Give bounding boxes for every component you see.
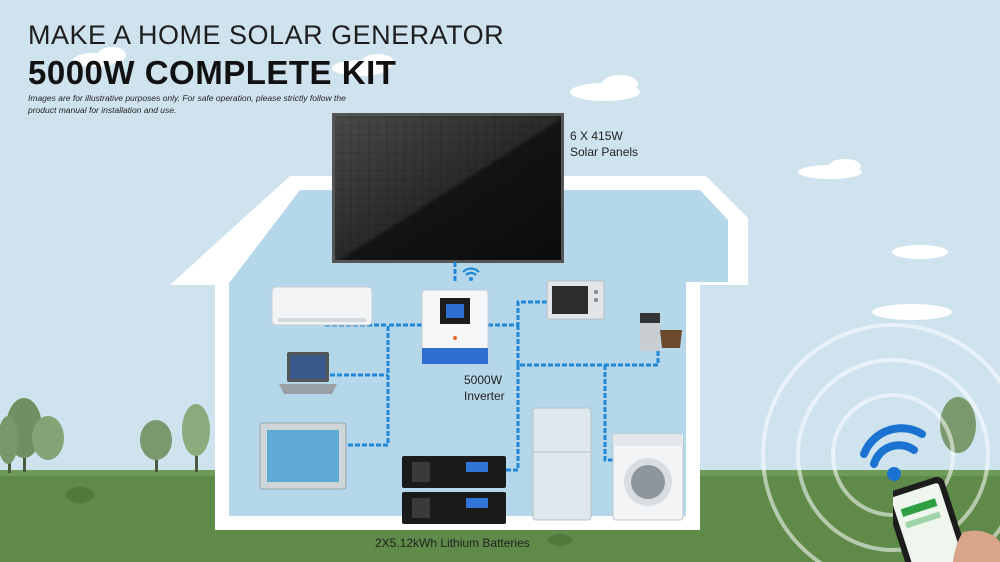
wifi-large-icon [860, 424, 926, 481]
wifi-icon [462, 267, 480, 281]
batteries-label: 2X5.12kWh Lithium Batteries [375, 536, 530, 550]
coffee-machine [640, 313, 682, 351]
air-conditioner [271, 286, 373, 326]
inverter-label-line2: Inverter [464, 389, 505, 403]
wifi-rings [761, 323, 1000, 562]
inverter-label-line1: 5000W [464, 373, 503, 387]
solar-panel [332, 113, 564, 263]
headline-line1: MAKE A HOME SOLAR GENERATOR [28, 20, 505, 50]
microwave [546, 280, 605, 320]
laptop [279, 352, 337, 394]
washing-machine [612, 433, 684, 521]
batteries [402, 456, 506, 524]
refrigerator [532, 407, 592, 521]
trees [0, 397, 976, 473]
inverter [421, 289, 489, 365]
smartphone-icon [893, 476, 1000, 562]
solar-panels-label-line1: 6 X 415W [570, 129, 623, 143]
disclaimer-text: Images are for illustrative purposes onl… [28, 93, 346, 115]
headline-line2: 5000W COMPLETE KIT [28, 54, 397, 91]
solar-panels-label-line2: Solar Panels [570, 145, 639, 159]
monitor [259, 422, 347, 490]
